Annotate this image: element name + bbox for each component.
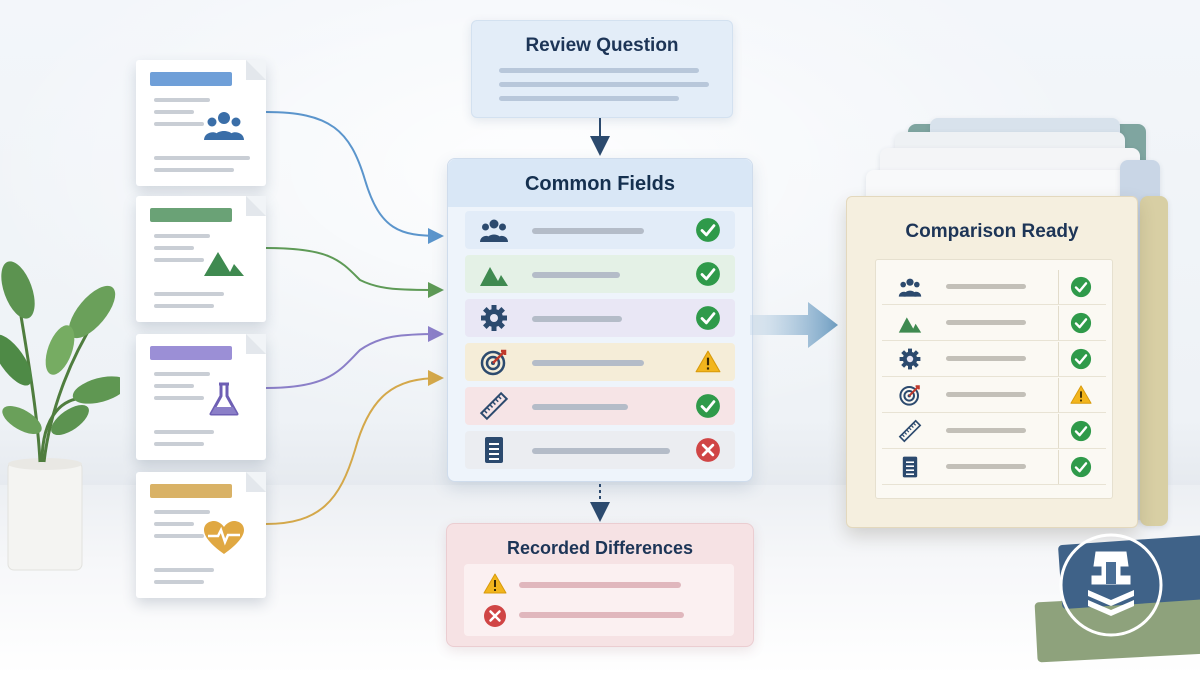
gear-icon xyxy=(481,305,507,331)
heart-pulse-icon xyxy=(204,521,244,554)
common-field-row[interactable] xyxy=(465,343,735,381)
error-icon xyxy=(696,438,720,462)
comparison-row xyxy=(882,450,1106,485)
document-icon xyxy=(485,437,503,463)
common-field-row[interactable] xyxy=(465,299,735,337)
field-placeholder-line xyxy=(532,228,644,234)
mountain-icon xyxy=(204,252,244,276)
error-icon xyxy=(484,605,506,627)
field-placeholder-line xyxy=(532,448,670,454)
comparison-ready-title: Comparison Ready xyxy=(905,221,1079,242)
comparison-placeholder-line xyxy=(946,356,1026,361)
warning-icon xyxy=(483,573,507,594)
source-document-1[interactable] xyxy=(136,60,266,186)
differences-list xyxy=(464,564,734,636)
wire-doc-3 xyxy=(265,326,444,389)
common-fields-title: Common Fields xyxy=(524,173,675,195)
check-icon xyxy=(696,262,720,286)
ruler-icon xyxy=(898,419,922,443)
plant-decoration xyxy=(0,261,120,571)
check-icon xyxy=(696,394,720,418)
logo-badge xyxy=(1059,533,1163,637)
check-icon xyxy=(1070,420,1092,442)
comparison-ready-folder[interactable]: Comparison Ready xyxy=(846,196,1138,528)
comparison-table xyxy=(875,259,1113,499)
comparison-placeholder-line xyxy=(946,464,1026,469)
common-field-row[interactable] xyxy=(465,255,735,293)
document-icon xyxy=(902,456,918,478)
check-icon xyxy=(696,306,720,330)
difference-item-2 xyxy=(519,612,684,618)
comparison-placeholder-line xyxy=(946,320,1026,325)
field-placeholder-line xyxy=(532,404,628,410)
source-document-3[interactable] xyxy=(136,334,266,460)
gear-icon xyxy=(899,348,921,370)
mountain-icon xyxy=(898,317,922,333)
comparison-placeholder-line xyxy=(946,392,1026,397)
warning-icon xyxy=(1070,385,1092,404)
check-icon xyxy=(696,218,720,242)
comparison-placeholder-line xyxy=(946,428,1026,433)
target-icon xyxy=(899,385,920,406)
wire-doc-2 xyxy=(265,247,444,298)
recorded-differences-panel: Recorded Differences xyxy=(446,523,754,647)
check-icon xyxy=(1070,348,1092,370)
ruler-icon xyxy=(479,391,509,421)
people-icon xyxy=(480,219,508,242)
comparison-row xyxy=(882,270,1106,305)
flask-icon xyxy=(209,382,239,416)
field-placeholder-line xyxy=(532,316,622,322)
folder-spine xyxy=(1140,196,1168,526)
wire-doc-4 xyxy=(265,370,444,525)
common-field-row[interactable] xyxy=(465,211,735,249)
mountain-icon xyxy=(480,267,508,286)
check-icon xyxy=(1070,312,1092,334)
target-icon xyxy=(480,349,507,376)
review-question-title: Review Question xyxy=(525,35,679,56)
warning-icon xyxy=(695,350,721,373)
comparison-row xyxy=(882,414,1106,449)
check-icon xyxy=(1070,276,1092,298)
common-fields-panel: Common Fields xyxy=(447,158,753,482)
field-placeholder-line xyxy=(532,360,644,366)
common-field-row[interactable] xyxy=(465,431,735,469)
wire-doc-1 xyxy=(265,111,444,244)
comparison-row xyxy=(882,378,1106,413)
review-question-card[interactable]: Review Question xyxy=(471,20,733,118)
comparison-row xyxy=(882,342,1106,377)
forward-arrow-icon xyxy=(750,302,838,348)
field-placeholder-line xyxy=(532,272,620,278)
check-icon xyxy=(1070,456,1092,478)
common-field-row[interactable] xyxy=(465,387,735,425)
source-document-4[interactable] xyxy=(136,472,266,598)
comparison-placeholder-line xyxy=(946,284,1026,289)
difference-item-1 xyxy=(519,582,681,588)
source-document-2[interactable] xyxy=(136,196,266,322)
comparison-row xyxy=(882,306,1106,341)
people-icon xyxy=(898,278,922,297)
people-icon xyxy=(204,112,244,140)
recorded-differences-title: Recorded Differences xyxy=(506,538,694,558)
